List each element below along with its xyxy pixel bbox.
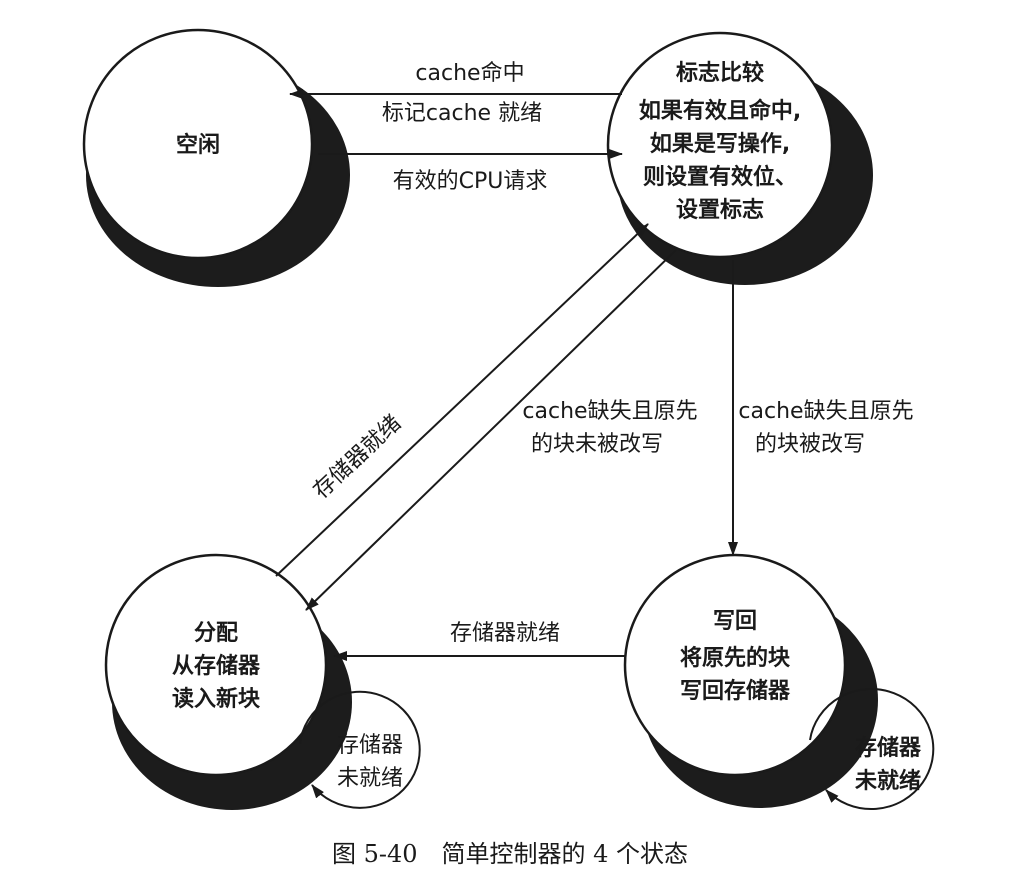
self-loop-writeback-arc: [809, 688, 935, 811]
state-allocate-line-2: 读入新块: [172, 686, 261, 712]
state-idle: 空闲: [82, 28, 350, 287]
self-loop-writeback-label-1: 存储器: [855, 735, 922, 761]
self-loop-writeback: 存储器 未就绪: [809, 688, 935, 811]
arrow-allocate-to-compare: [275, 223, 649, 577]
self-loop-allocate: 存储器 未就绪: [299, 690, 421, 809]
state-writeback: 写回 将原先的块 写回存储器: [623, 553, 878, 808]
state-compare-line-2: 如果是写操作,: [650, 132, 790, 157]
label-compare-to-allocate-1: cache缺失且原先: [522, 399, 697, 424]
state-idle-title: 空闲: [176, 132, 220, 158]
self-loop-allocate-label-2: 未就绪: [337, 766, 403, 791]
label-allocate-to-compare: 存储器就绪: [309, 411, 407, 504]
self-loop-allocate-arc: [299, 690, 421, 809]
label-writeback-to-allocate: 存储器就绪: [450, 621, 560, 646]
self-loop-allocate-label-1: 存储器: [337, 733, 403, 758]
state-allocate: 分配 从存储器 读入新块: [104, 553, 352, 810]
state-writeback-line-1: 将原先的块: [680, 645, 791, 671]
state-compare-line-4: 设置标志: [676, 197, 764, 223]
figure-caption: 图 5-40 简单控制器的 4 个状态: [332, 840, 688, 868]
state-compare-line-1: 如果有效且命中,: [639, 98, 801, 124]
state-allocate-circle: [104, 553, 328, 777]
arrow-compare-to-allocate: [305, 249, 677, 611]
label-compare-to-writeback-1: cache缺失且原先: [738, 399, 913, 424]
state-compare: 标志比较 如果有效且命中, 如果是写操作, 则设置有效位、 设置标志: [606, 31, 873, 285]
label-compare-to-idle-2: 标记cache 就绪: [382, 101, 542, 126]
self-loop-writeback-label-2: 未就绪: [855, 768, 921, 794]
state-compare-title: 标志比较: [676, 60, 764, 86]
label-compare-to-idle-1: cache命中: [415, 61, 524, 86]
state-compare-line-3: 则设置有效位、: [643, 164, 797, 190]
state-writeback-title: 写回: [713, 609, 757, 634]
state-allocate-title: 分配: [194, 621, 238, 646]
label-idle-to-compare: 有效的CPU请求: [393, 169, 548, 194]
state-allocate-line-1: 从存储器: [172, 653, 261, 679]
state-writeback-line-2: 写回存储器: [680, 678, 791, 704]
label-compare-to-writeback-2: 的块被改写: [755, 432, 865, 457]
label-compare-to-allocate-2: 的块未被改写: [531, 432, 663, 457]
state-idle-circle: [82, 28, 314, 260]
state-compare-circle: [606, 31, 834, 259]
